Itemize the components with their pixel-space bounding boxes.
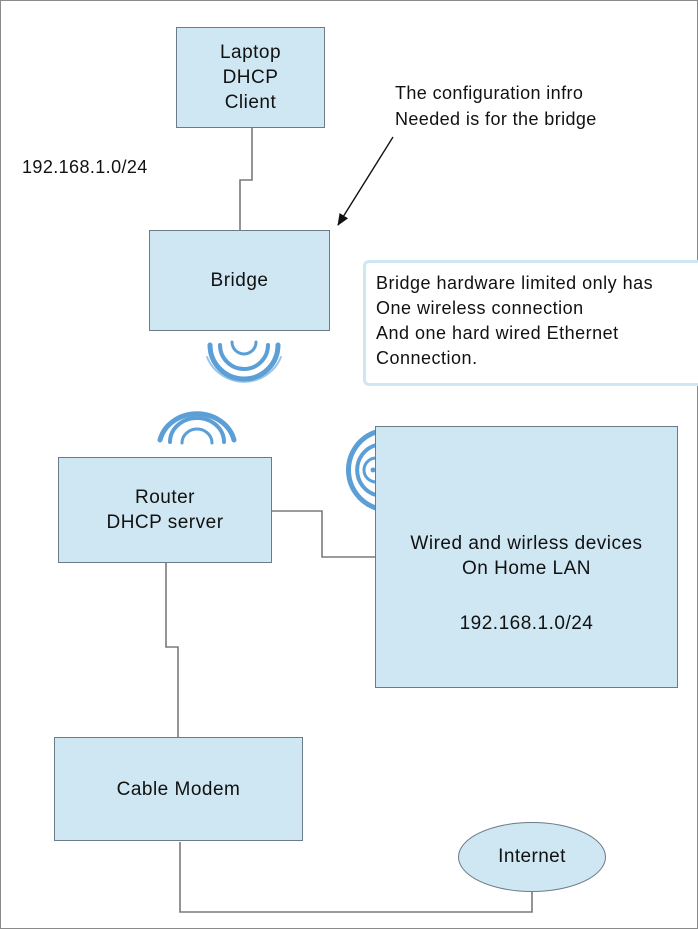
laptop-label: DHCP xyxy=(222,67,279,88)
home-lan-subnet: 192.168.1.0/24 xyxy=(459,613,594,634)
home-lan-label: Wired and wirless devices xyxy=(410,533,643,554)
bridge-hardware-callout: Bridge hardware limited only has One wir… xyxy=(363,260,698,386)
bridge-label: Bridge xyxy=(210,270,269,291)
config-note-arrow xyxy=(337,136,394,226)
config-note-line: Needed is for the bridge xyxy=(395,109,597,129)
router-label: DHCP server xyxy=(106,512,224,533)
laptop-dhcp-client-box: Laptop DHCP Client xyxy=(176,27,325,128)
config-note: The configuration infro Needed is for th… xyxy=(395,80,597,132)
internet-label: Internet xyxy=(498,846,566,867)
modem-internet-wire xyxy=(179,842,533,913)
laptop-bridge-wire xyxy=(239,128,253,232)
router-dhcp-server-box: Router DHCP server xyxy=(58,457,272,563)
laptop-label: Laptop xyxy=(219,42,282,63)
router-label: Router xyxy=(134,487,196,508)
router-lan-wire xyxy=(272,510,376,558)
internet-cloud: Internet xyxy=(458,822,606,892)
laptop-label: Client xyxy=(224,92,277,113)
wireless-signal-icon xyxy=(157,411,237,445)
home-lan-devices-box: Wired and wirless devices On Home LAN 19… xyxy=(375,426,678,688)
callout-line: Bridge hardware limited only has xyxy=(376,273,654,293)
wireless-signal-icon xyxy=(206,340,282,383)
config-note-line: The configuration infro xyxy=(395,83,584,103)
callout-line: One wireless connection xyxy=(376,298,584,318)
home-lan-label: On Home LAN xyxy=(461,558,592,579)
router-modem-wire xyxy=(165,563,179,739)
wireless-signal-icon xyxy=(345,429,379,511)
callout-line: And one hard wired Ethernet xyxy=(376,323,619,343)
cable-modem-box: Cable Modem xyxy=(54,737,303,841)
cable-modem-label: Cable Modem xyxy=(116,778,241,800)
bridge-box: Bridge xyxy=(149,230,330,331)
callout-line: Connection. xyxy=(376,348,478,368)
left-subnet-label: 192.168.1.0/24 xyxy=(22,157,148,177)
